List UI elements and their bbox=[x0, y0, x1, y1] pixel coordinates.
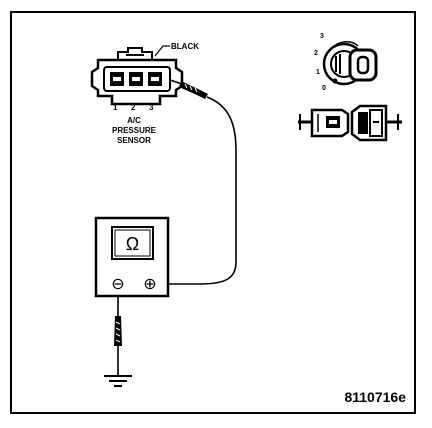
sensor-label-line-3: SENSOR bbox=[117, 136, 151, 145]
ground-symbol bbox=[104, 375, 132, 387]
negative-test-lead bbox=[114, 296, 122, 376]
sensor-label-line-1: A/C bbox=[127, 116, 141, 125]
pin-number-3: 3 bbox=[149, 103, 154, 112]
ignition-position-0: 0 bbox=[322, 85, 326, 92]
ignition-key-icon bbox=[348, 48, 378, 82]
connector-probe bbox=[169, 79, 208, 99]
negative-terminal: ⊖ bbox=[111, 276, 124, 293]
ignition-position-2: 2 bbox=[314, 50, 318, 57]
ignition-position-1: 1 bbox=[316, 69, 320, 76]
pin-number-1: 1 bbox=[113, 103, 118, 112]
sensor-connector bbox=[90, 47, 184, 106]
black-wire-leader bbox=[154, 45, 170, 57]
figure-number: 8110716e bbox=[344, 389, 406, 405]
sensor-label-line-2: PRESSURE bbox=[112, 126, 157, 135]
ignition-position-3: 3 bbox=[320, 33, 324, 40]
ohmmeter bbox=[94, 216, 170, 298]
ohm-symbol: Ω bbox=[126, 234, 139, 254]
black-wire-label: BLACK bbox=[171, 42, 199, 51]
pin-number-2: 2 bbox=[131, 103, 136, 112]
figure-frame bbox=[10, 11, 416, 414]
positive-test-lead bbox=[157, 96, 237, 285]
positive-terminal: ⊕ bbox=[143, 276, 156, 293]
disconnected-connector-icon bbox=[298, 104, 402, 142]
